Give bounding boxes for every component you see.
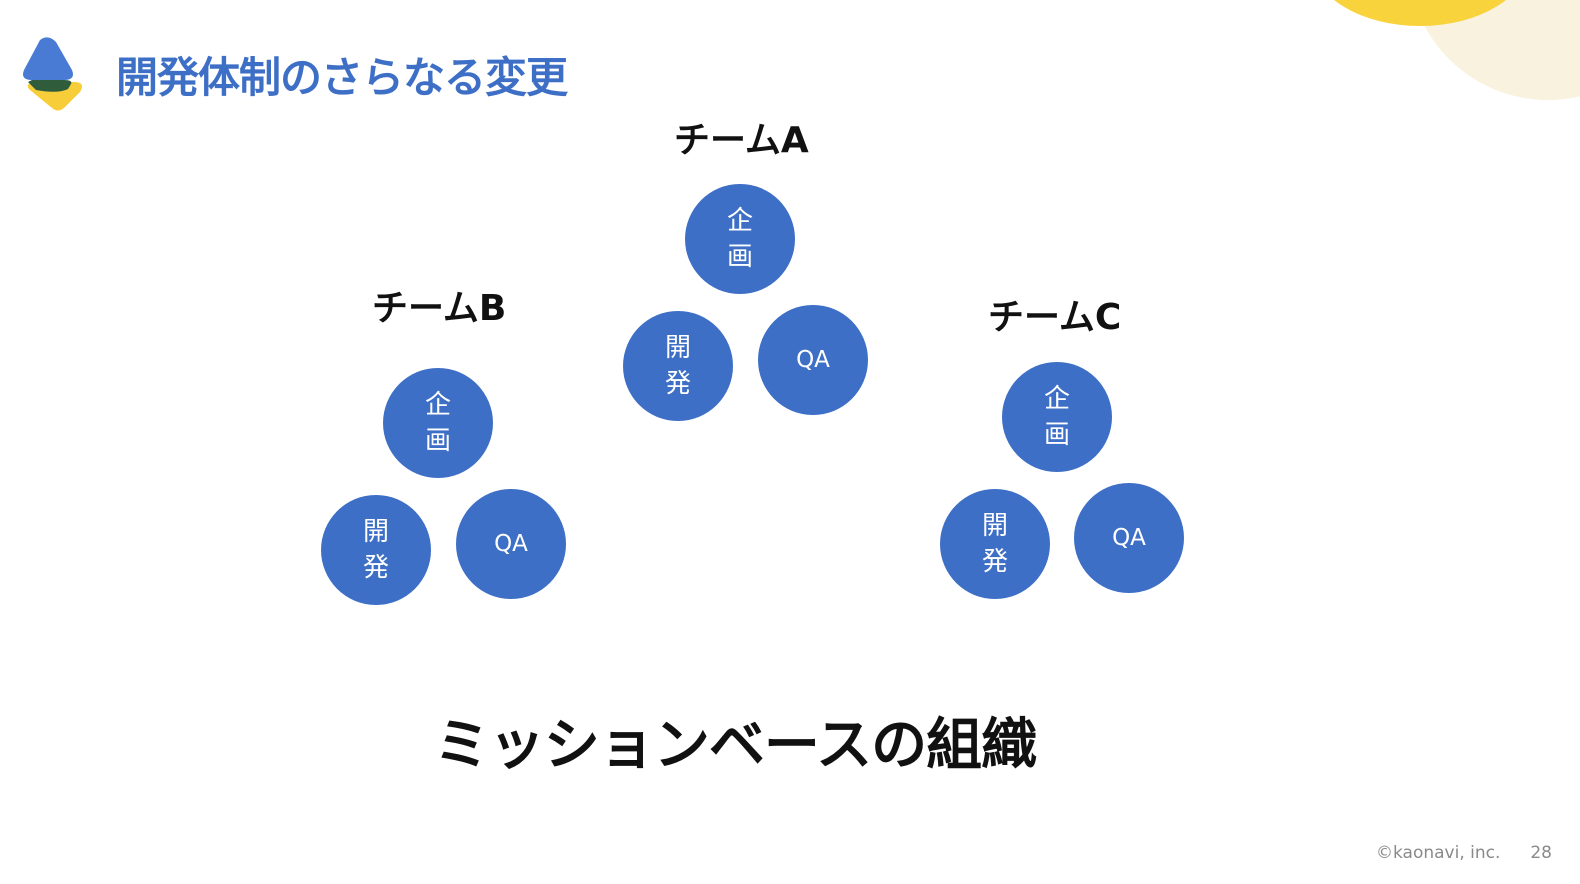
page-number: 28 [1530,843,1552,863]
team-b-planning-label: 企画 [424,390,451,456]
team-a-development-label: 開発 [664,333,691,399]
team-a-planning-circle: 企画 [685,184,795,294]
team-c-development-label: 開発 [981,511,1008,577]
team-c-planning-label: 企画 [1043,384,1070,450]
team-b-qa-label: QA [494,531,528,557]
team-c-qa-label: QA [1112,525,1146,551]
team-a-label: チームA [674,120,809,161]
team-b-label: チームB [372,288,507,329]
team-a-qa-label: QA [796,347,830,373]
team-a-development-circle: 開発 [623,311,733,421]
team-b-qa-circle: QA [456,489,566,599]
team-c-planning-circle: 企画 [1002,362,1112,472]
team-a-qa-circle: QA [758,305,868,415]
copyright-text: ©kaonavi, inc. [1376,843,1501,863]
page-title: 開発体制のさらなる変更 [116,53,568,102]
slide-caption: ミッションベースの組織 [433,713,1037,778]
kaonavi-logo-icon [23,37,82,111]
team-c-development-circle: 開発 [940,489,1050,599]
team-c-qa-circle: QA [1074,483,1184,593]
sun-decoration-icon [1334,0,1580,100]
team-c-label: チームC [988,297,1122,338]
team-b-planning-circle: 企画 [383,368,493,478]
team-b-development-circle: 開発 [321,495,431,605]
team-b-development-label: 開発 [362,517,389,583]
team-a-planning-label: 企画 [726,206,753,272]
